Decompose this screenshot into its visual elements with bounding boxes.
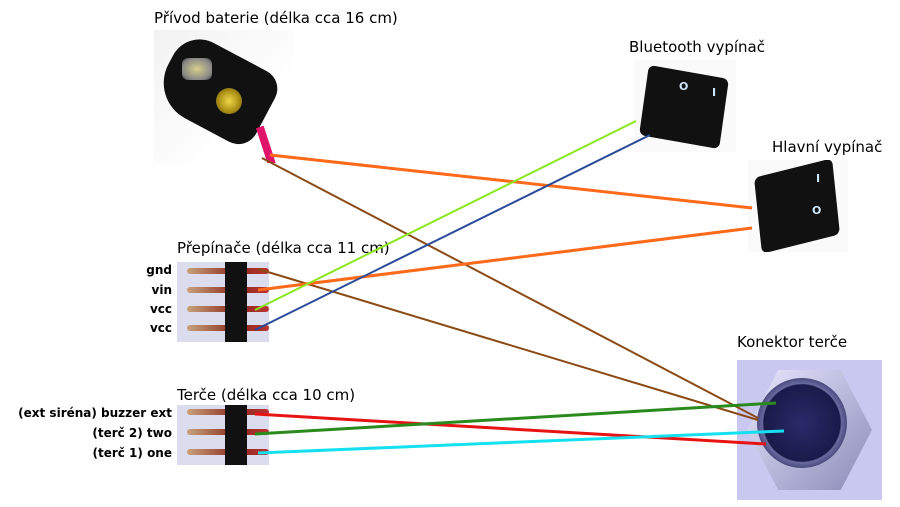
wire-gnd-to-connector — [257, 268, 759, 421]
wire-vin-to-main-switch — [257, 226, 753, 292]
pin-label-vcc-2: vcc — [149, 321, 172, 335]
main-switch-image: I O — [748, 160, 848, 252]
battery-snap-terminal — [216, 88, 242, 114]
wire-battery-to-connector-gnd — [261, 157, 759, 419]
header-plastic-block — [225, 262, 247, 342]
switches-header-title: Přepínače (délka cca 11 cm) — [177, 239, 390, 257]
pin-label-one: (terč 1) one — [92, 446, 172, 460]
targets-header-title: Terče (délka cca 10 cm) — [177, 386, 356, 404]
pin-label-gnd: gnd — [146, 263, 172, 277]
header-plastic-block — [225, 405, 247, 465]
battery-title: Přívod baterie (délka cca 16 cm) — [154, 9, 398, 27]
switches-header-image — [177, 262, 269, 342]
wire-one-to-connector — [257, 429, 785, 455]
wire-vcc1-to-bluetooth-switch — [254, 120, 637, 311]
switch-off-mark: O — [812, 204, 822, 217]
target-connector-image — [737, 360, 882, 500]
connector-title: Konektor terče — [737, 333, 848, 351]
pin-label-buzzer-ext: (ext siréna) buzzer ext — [18, 406, 172, 420]
battery-clip-image — [154, 30, 294, 163]
battery-snap-terminal — [182, 58, 212, 80]
wire-battery-to-main-switch — [269, 153, 753, 210]
bluetooth-switch-image: O I — [634, 60, 736, 152]
wire-buzzer-to-connector — [254, 412, 767, 446]
switch-off-mark: O — [679, 80, 689, 93]
bluetooth-switch-title: Bluetooth vypínač — [629, 38, 765, 56]
wire-two-to-connector — [254, 401, 777, 436]
main-switch-title: Hlavní vypínač — [772, 138, 883, 156]
pin-label-two: (terč 2) two — [92, 426, 172, 440]
pin-label-vin: vin — [151, 283, 172, 297]
switch-on-mark: I — [816, 172, 821, 185]
targets-header-image — [177, 405, 269, 465]
connector-socket — [757, 378, 847, 468]
switch-on-mark: I — [712, 86, 717, 99]
pin-label-vcc-1: vcc — [149, 302, 172, 316]
wire-vcc2-to-bluetooth-switch — [254, 134, 651, 331]
